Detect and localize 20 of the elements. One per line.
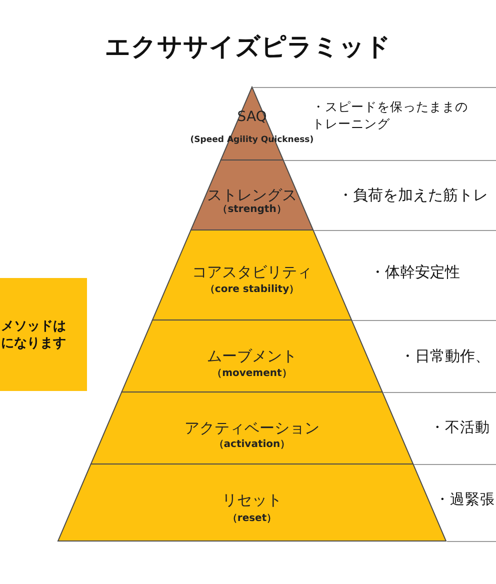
tier-label: ムーブメント: [207, 346, 297, 366]
description-text: ・負荷を加えた筋トレ: [338, 186, 488, 204]
tier-subtitle: （strength）: [218, 202, 286, 216]
tier-subtitle: （reset）: [227, 512, 277, 524]
description-text: ・過緊張: [435, 491, 495, 509]
tier-label: アクティベーション: [184, 418, 320, 438]
tier-label: SAQ: [237, 108, 267, 126]
description-text: ・不活動: [430, 419, 490, 437]
tier-label: リセット: [222, 490, 282, 510]
tier-subtitle: （core stability）: [204, 282, 300, 296]
tier-label: ストレングス: [207, 186, 297, 204]
tier-subtitle: （movement）: [212, 366, 292, 380]
description-text: ・スピードを保ったままのトレーニング: [312, 98, 469, 132]
description-text: ・日常動作、: [400, 347, 490, 365]
tier-label: コアスタビリティ: [192, 262, 312, 282]
diagram-title: エクササイズピラミッド: [104, 31, 392, 63]
description-text: ・体幹安定性: [370, 263, 460, 281]
note-text: メソッドはになります: [1, 318, 67, 352]
note-panel: [0, 278, 87, 391]
tier-subtitle: （activation）: [214, 438, 290, 450]
